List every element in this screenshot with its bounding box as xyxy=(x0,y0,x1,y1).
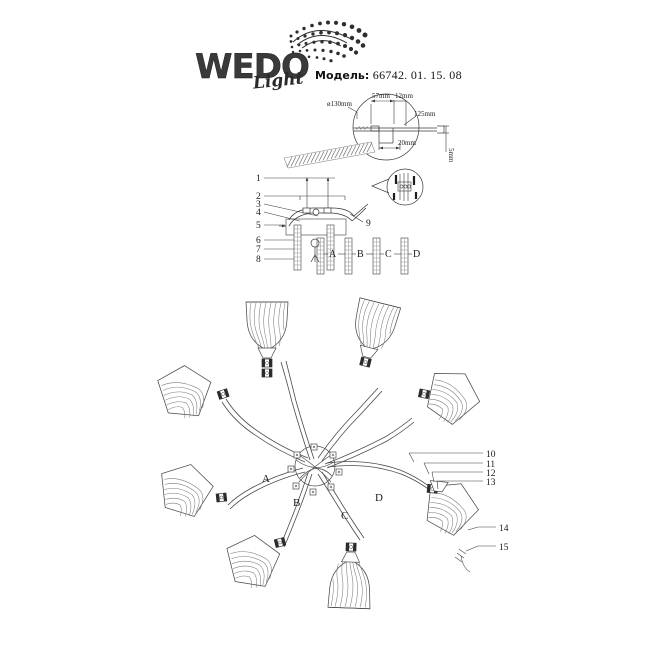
arm-group xyxy=(221,360,438,548)
callout-14: 14 xyxy=(499,524,509,534)
lamp-shade-1 xyxy=(155,359,230,425)
assembly-callout-numbers: 10 11 12 13 14 15 xyxy=(486,450,509,553)
callout-9: 9 xyxy=(366,219,371,229)
crystal-rod-fixture-right xyxy=(326,224,335,271)
callout-8: 8 xyxy=(256,255,261,265)
model-number: Модель: 66742. 01. 15. 08 xyxy=(315,68,462,83)
center-hub xyxy=(294,445,336,487)
lamp-shade-7 xyxy=(327,542,372,610)
lamp-shade-3 xyxy=(347,297,402,368)
rod-label-c: C xyxy=(385,249,392,260)
canopy-hatch-detail xyxy=(355,126,369,130)
arm-label-d: D xyxy=(375,492,383,504)
callout-3: 3 xyxy=(256,200,261,210)
brand-lockup: WEDO Light xyxy=(195,47,310,94)
crystal-rod-d xyxy=(400,237,409,275)
callout-1: 1 xyxy=(256,174,261,184)
rod-label-b: B xyxy=(357,249,364,260)
crystal-rod-b xyxy=(344,237,353,275)
dimension-label-depth-20: 20mm xyxy=(398,139,416,147)
canopy-arm-profile xyxy=(288,203,369,227)
canopy-circle-outline xyxy=(352,93,420,161)
lamp-shade-5 xyxy=(160,462,228,520)
callout-15: 15 xyxy=(499,543,509,553)
callout-4: 4 xyxy=(256,208,261,218)
crystal-rod-a xyxy=(316,237,325,275)
callout-7: 7 xyxy=(256,245,261,255)
arm-label-b: B xyxy=(293,497,300,509)
dimension-label-width-57: 57mm xyxy=(372,92,390,100)
callout-12: 12 xyxy=(486,469,496,479)
callout-11: 11 xyxy=(486,460,495,470)
assembly-arm-letters: A B C D xyxy=(262,473,383,522)
crystal-rod-c xyxy=(372,237,381,275)
fan-swirl-logo-icon xyxy=(289,20,368,63)
dimension-label-thickness-5: 5mm xyxy=(447,148,455,163)
crystal-rod-fixture-left xyxy=(293,224,302,271)
rod-label-a: A xyxy=(329,249,337,260)
callout-10: 10 xyxy=(486,450,496,460)
suspension-screw xyxy=(310,238,320,263)
exploded-callout-numbers: 1 2 3 4 5 6 7 8 9 xyxy=(256,174,371,265)
lamp-shade-4 xyxy=(417,367,486,430)
model-label: Модель: xyxy=(315,69,370,82)
lamp-shade-6 xyxy=(225,530,287,594)
dimension-labels: ø130mm 57mm 12mm 125mm 20mm 5mm xyxy=(327,92,455,163)
arm-label-a: A xyxy=(262,473,270,485)
rod-label-d: D xyxy=(413,249,420,260)
arm-label-c: C xyxy=(341,510,348,522)
crystal-rod-group xyxy=(293,224,409,275)
detail-bubble xyxy=(371,168,424,206)
exploded-rod-letters: A B C D xyxy=(329,249,420,260)
detail-bubble-contents xyxy=(392,173,418,201)
callout-5: 5 xyxy=(256,221,261,231)
callout-13: 13 xyxy=(486,478,496,488)
socket-group xyxy=(302,207,332,216)
dimension-label-width-12: 12mm xyxy=(395,92,413,100)
assembly-callout-leaders xyxy=(408,452,496,552)
dimension-label-height-125: 125mm xyxy=(414,110,436,118)
header: WEDO Light Модель: 66742. 01. 15. 08 xyxy=(195,20,465,94)
callout-6: 6 xyxy=(256,236,261,246)
model-value: 66742. 01. 15. 08 xyxy=(372,68,462,82)
dimension-lines xyxy=(347,100,449,152)
dimension-arrowheads xyxy=(371,99,400,150)
hub-mount-points xyxy=(287,443,343,496)
brand-name: WEDO xyxy=(195,47,310,87)
dimension-label-diameter: ø130mm xyxy=(327,100,352,108)
callout-2: 2 xyxy=(256,192,261,202)
finial-tassel xyxy=(454,548,471,573)
